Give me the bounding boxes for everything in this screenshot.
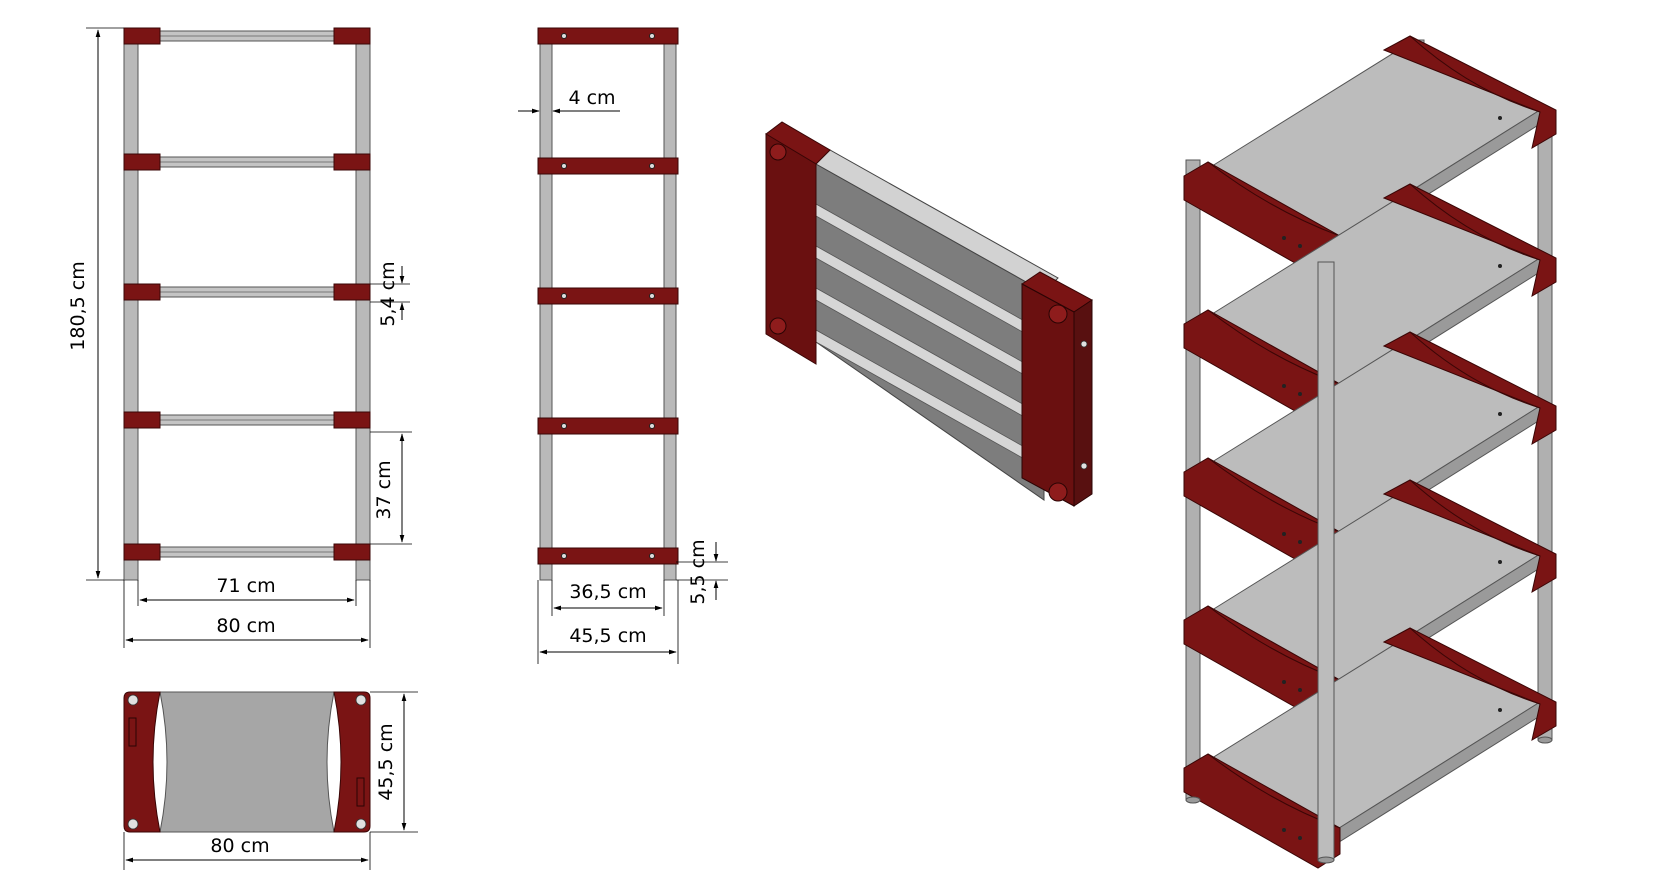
slot [128,717,137,747]
front-left-pole [123,35,139,581]
side-screw-hole [649,423,655,429]
side-screw-hole [649,33,655,39]
folded-left-bracket-face [765,133,817,365]
top-right-bracket [333,691,371,833]
side-screw-hole [649,553,655,559]
iso-screw-hole [1498,412,1502,416]
folded-shelf-view [765,121,1093,507]
front-shelf-right-bracket [333,27,371,45]
iso-screw-hole [1298,836,1302,840]
front-shelves [123,27,371,561]
folded-ribs [815,203,1045,471]
inner-width-label: 71 cm [216,575,275,597]
side-screw-hole [649,293,655,299]
front-shelf-left-bracket [123,153,161,171]
side-shelf-bracket [537,417,679,435]
side-screw-hole [561,163,567,169]
iso-bracket-curve [1409,479,1541,557]
side-inner-depth-label: 36,5 cm [569,581,646,603]
iso-screw-hole [1282,384,1286,388]
isometric-assembly [1183,35,1557,869]
iso-back-right-pole-foot [1537,736,1553,744]
side-screw-hole [561,33,567,39]
folded-screw-hole [1080,340,1088,348]
pole-hole [127,694,139,706]
folded-screw-hole [1080,462,1088,470]
top-width-label: 80 cm [210,835,269,857]
iso-screw-hole [1498,264,1502,268]
shelf-spacing-label: 37 cm [373,460,395,519]
front-shelf-right-bracket [333,283,371,301]
side-left-pole [539,35,553,581]
front-right-pole [355,35,371,581]
iso-screw-hole [1498,560,1502,564]
side-screw-hole [649,163,655,169]
side-outer-depth-label: 45,5 cm [569,625,646,647]
front-shelf-left-bracket [123,411,161,429]
iso-bracket-curve [1409,331,1541,409]
side-screw-hole [561,423,567,429]
iso-screw-hole [1298,244,1302,248]
iso-shelves [1183,35,1557,869]
iso-bracket-curve [1409,183,1541,261]
iso-screw-hole [1282,680,1286,684]
front-shelf-left-bracket [123,543,161,561]
top-depth-label: 45,5 cm [375,723,397,800]
slot [356,777,365,807]
iso-screw-hole [1298,392,1302,396]
folded-pole-hole [769,143,787,161]
side-view: 4 cm 5,5 cm 36,5 cm 45,5 cm [518,27,728,664]
front-shelf-right-bracket [333,411,371,429]
iso-screw-hole [1298,540,1302,544]
pole-hole [127,818,139,830]
folded-pole-hole [1048,482,1068,502]
side-shelf-thickness-label: 5,5 cm [687,539,709,604]
top-left-bracket [123,691,161,833]
pole-width-label: 4 cm [568,87,615,109]
front-shelf-right-bracket [333,543,371,561]
side-shelf-bracket [537,287,679,305]
top-view: 45,5 cm 80 cm [123,691,418,870]
iso-screw-hole [1498,116,1502,120]
iso-front-poles [1185,261,1553,864]
iso-screw-hole [1498,708,1502,712]
iso-bracket-curve [1207,161,1341,237]
side-shelves [537,27,679,565]
front-shelf-left-bracket [123,27,161,45]
iso-front-pole [1317,261,1335,861]
iso-bracket-curve [1409,35,1541,113]
side-screw-hole [561,293,567,299]
front-view: 180,5 cm 5,4 cm 37 cm 71 cm 80 cm [67,27,412,648]
height-dimension-label: 180,5 cm [67,261,89,350]
front-shelf-left-bracket [123,283,161,301]
side-shelf-bracket [537,157,679,175]
iso-screw-hole [1282,828,1286,832]
pole-hole [355,694,367,706]
folded-right-bracket-side [1073,299,1093,507]
folded-pole-hole [1048,304,1068,324]
side-screw-hole [561,553,567,559]
iso-screw-hole [1282,236,1286,240]
iso-screw-hole [1282,532,1286,536]
pole-hole [355,818,367,830]
iso-back-left-pole-foot [1185,796,1201,804]
outer-width-label: 80 cm [216,615,275,637]
folded-pole-hole [769,317,787,335]
side-shelf-bracket [537,27,679,45]
shelf-thickness-label: 5,4 cm [377,261,399,326]
front-shelf-right-bracket [333,153,371,171]
side-right-pole [663,35,677,581]
iso-screw-hole [1298,688,1302,692]
top-shelf-panel [159,691,335,833]
iso-shelf [1183,627,1557,869]
iso-bracket-curve [1409,627,1541,705]
iso-front-pole-foot [1317,856,1335,864]
side-shelf-bracket [537,547,679,565]
